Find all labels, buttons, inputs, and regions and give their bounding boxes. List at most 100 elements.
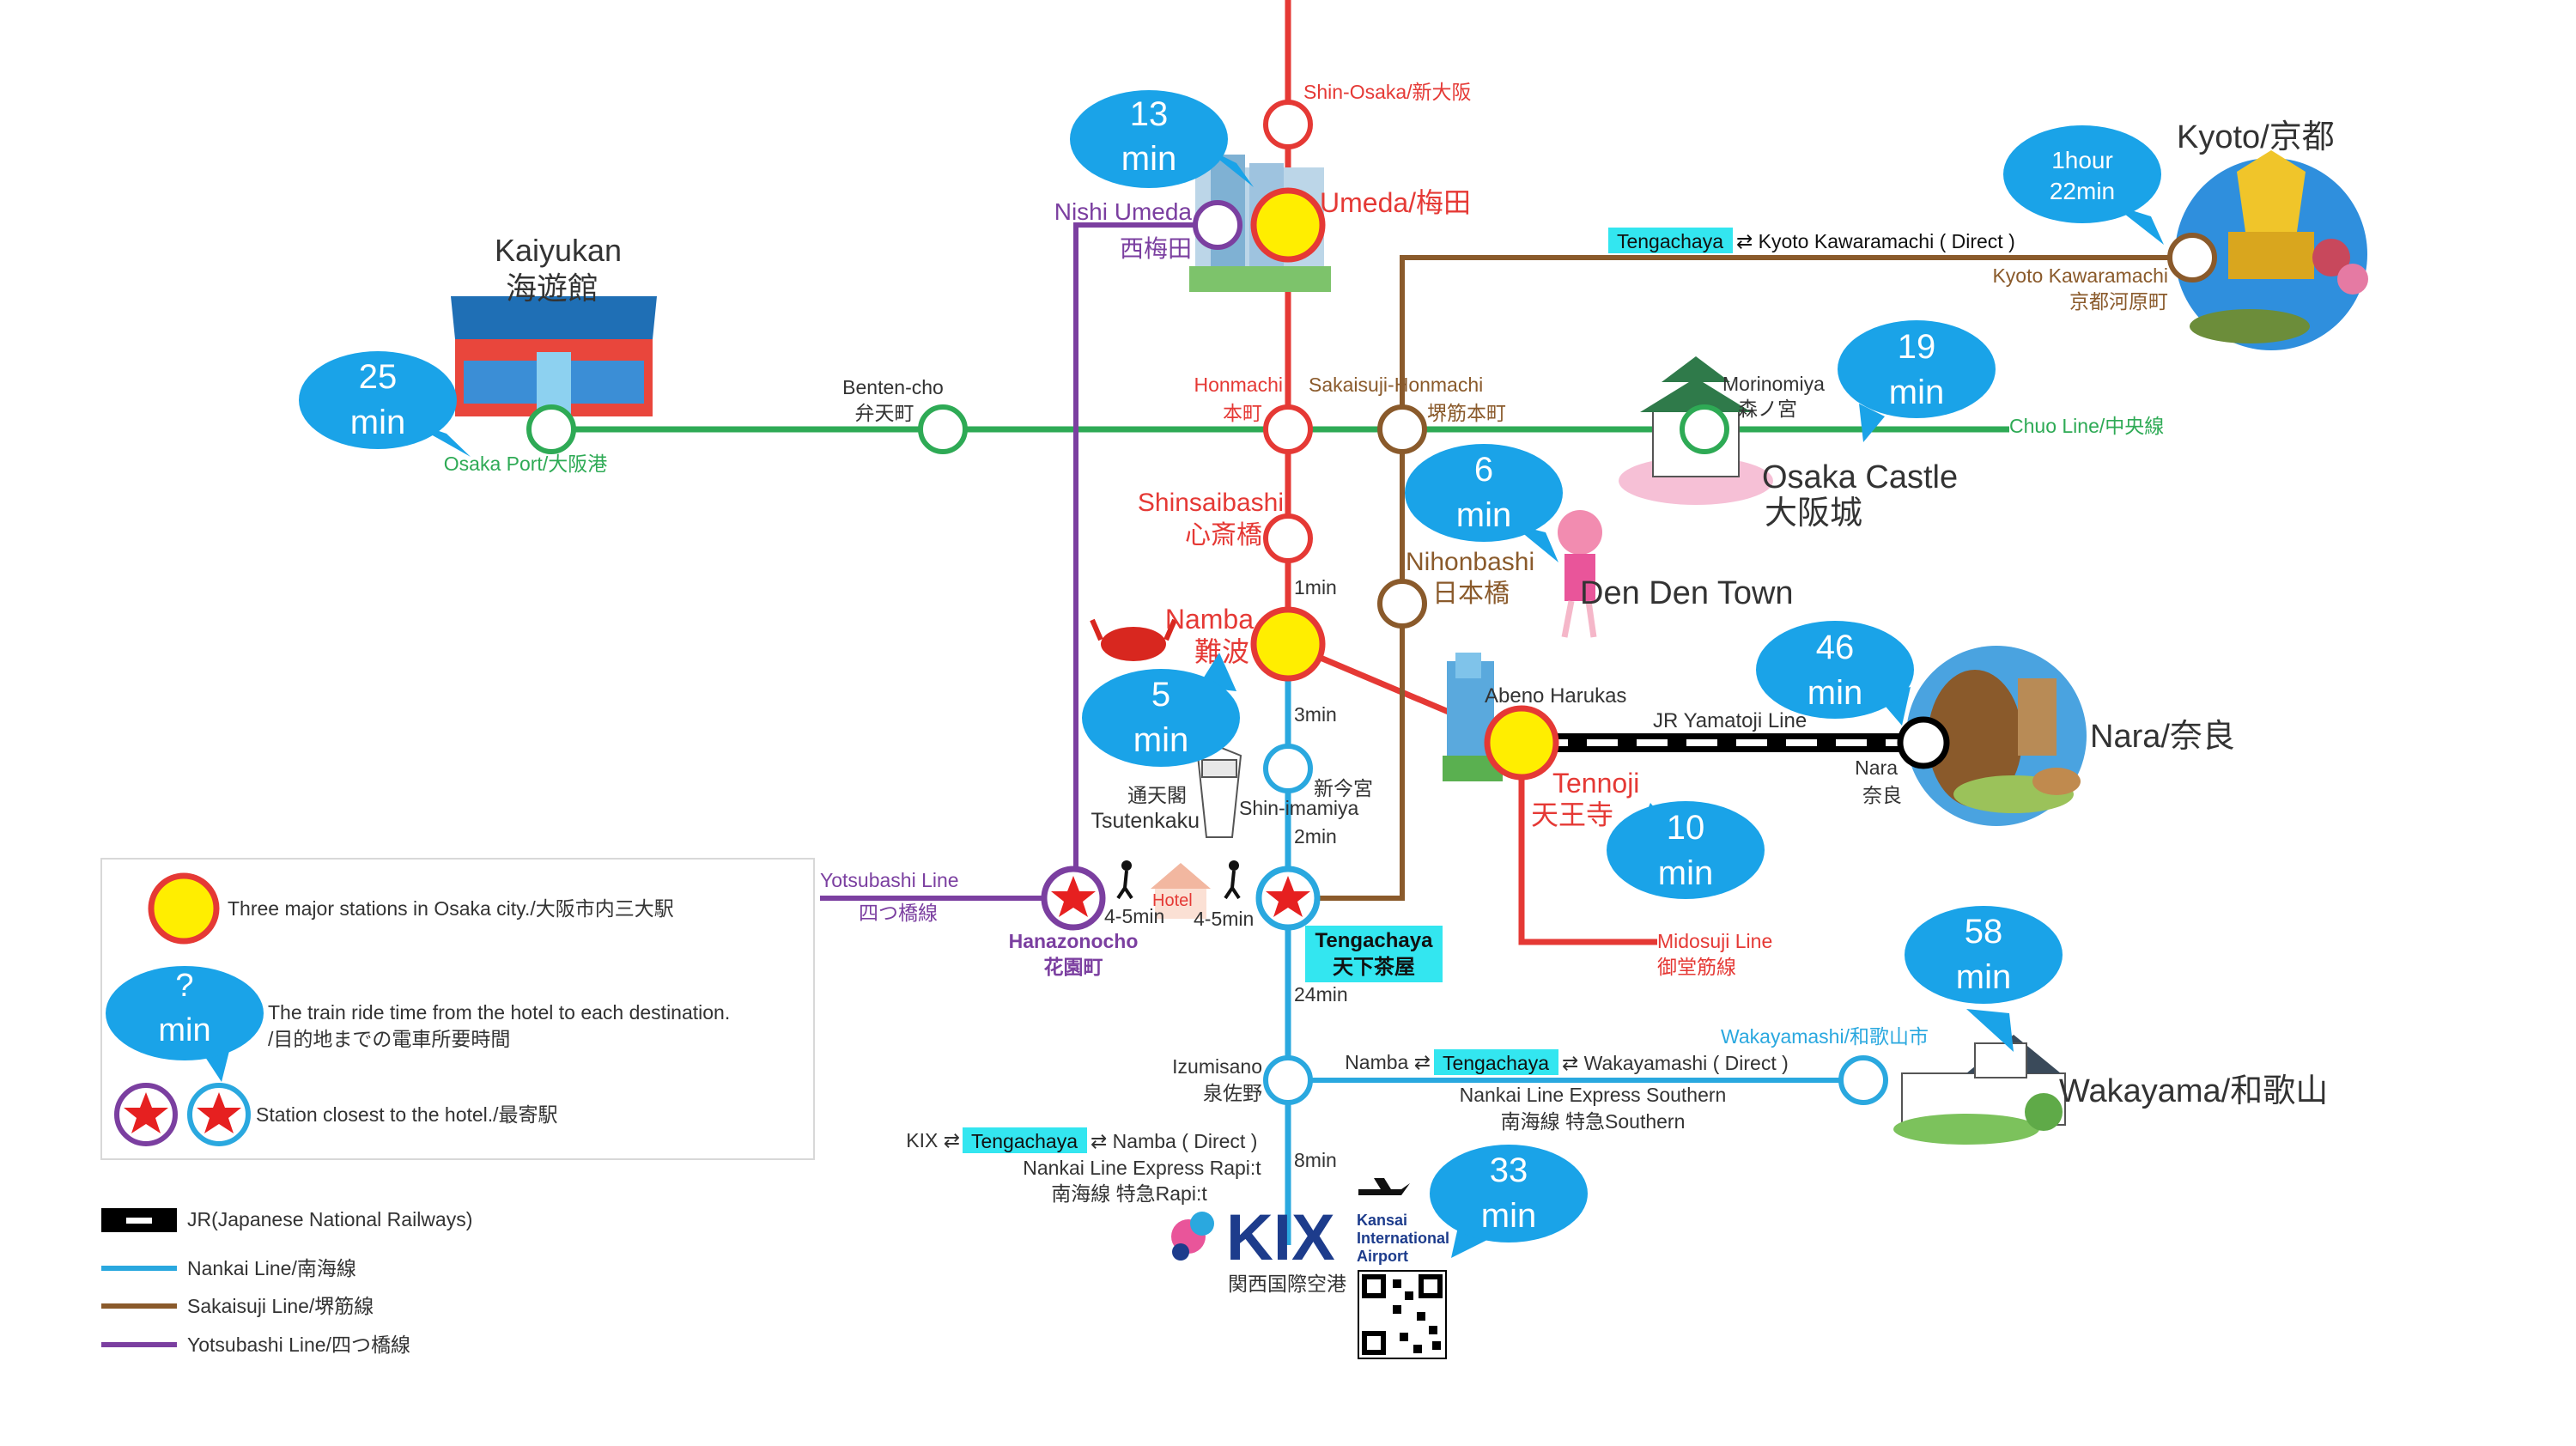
- time-bubble-osaka-castle: 19 min: [1838, 320, 1996, 442]
- kyoto-kawaramachi-station-marker[interactable]: [2167, 233, 2217, 283]
- walking-person-icon-right: [1224, 860, 1241, 900]
- shin-imamiya-label-jp: 新今宮: [1314, 777, 1373, 799]
- legend-bubble-num: ?: [175, 968, 193, 1004]
- tengachaya-label-bg: [1305, 926, 1443, 982]
- time-bubble-wakayama: 58 min: [1905, 906, 2063, 1052]
- shinsaibashi-label-en: Shinsaibashi: [1138, 489, 1284, 517]
- route-kix-rest: ⇄ Namba ( Direct ): [1091, 1130, 1257, 1152]
- izumisano-station-marker[interactable]: [1263, 1055, 1313, 1105]
- kyoto-kawaramachi-label-en: Kyoto Kawaramachi: [1992, 264, 2168, 287]
- time-bubble-nara-num: 46: [1816, 629, 1855, 666]
- nara-station-marker[interactable]: [1897, 716, 1950, 769]
- airplane-icon: [1358, 1178, 1410, 1195]
- izumisano-label-jp: 泉佐野: [1203, 1082, 1262, 1104]
- wakayama-label: Wakayama/和歌山: [2059, 1073, 2328, 1109]
- route-kix-line2: Nankai Line Express Rapi:t: [1023, 1157, 1261, 1179]
- shin-imamiya-station-marker[interactable]: [1263, 744, 1313, 793]
- route-kyoto-tag: Tengachaya: [1617, 230, 1723, 252]
- station-markers: [526, 100, 2217, 1105]
- line-legend-sakaisuji-text: Sakaisuji Line/堺筋線: [187, 1295, 374, 1317]
- segment-shinimamiya-tengachaya: 2min: [1294, 825, 1337, 848]
- namba-station-marker[interactable]: [1250, 606, 1326, 682]
- time-bubble-den-den-town-unit: min: [1456, 496, 1511, 534]
- route-kyoto-tag-bg: [1608, 228, 1733, 253]
- nara-label: Nara/奈良: [2090, 719, 2235, 755]
- time-bubble-kaiyukan: 25 min: [299, 351, 471, 457]
- segment-tengachaya-izumisano: 24min: [1294, 983, 1348, 1006]
- tsutenkaku-label-en: Tsutenkaku: [1091, 809, 1200, 833]
- tengachaya-star-icon: [1266, 876, 1310, 917]
- time-bubble-osaka-castle-num: 19: [1898, 328, 1936, 366]
- umeda-station-marker[interactable]: [1250, 187, 1326, 263]
- yotsubashi-line-label-jp: 四つ橋線: [859, 902, 938, 924]
- tsutenkaku-label-jp: 通天閣: [1127, 784, 1187, 806]
- chuo-line-label: Chuo Line/中央線: [2009, 415, 2164, 437]
- segment-walk-right: 4-5min: [1194, 908, 1254, 930]
- shinsaibashi-station-marker[interactable]: [1263, 513, 1313, 563]
- time-bubble-kyoto-line2: 22min: [2050, 178, 2115, 204]
- route-wakayama-rest: ⇄ Wakayamashi ( Direct ): [1562, 1052, 1789, 1074]
- time-bubble-kix-unit: min: [1481, 1197, 1536, 1235]
- hanazonocho-label-en: Hanazonocho: [1009, 930, 1139, 952]
- osaka-port-label: Osaka Port/大阪港: [444, 453, 607, 475]
- time-bubble-namba: 5 min: [1082, 653, 1240, 767]
- benten-cho-label-jp: 弁天町: [855, 402, 914, 424]
- time-bubble-namba-unit: min: [1133, 721, 1188, 759]
- sakaisuji-honmachi-label-en: Sakaisuji-Honmachi: [1309, 374, 1483, 396]
- shin-osaka-station-marker[interactable]: [1263, 100, 1313, 149]
- midosuji-line-label-jp: 御堂筋線: [1657, 956, 1736, 978]
- route-kix-tag-bg: [963, 1127, 1087, 1153]
- osaka-port-station-marker[interactable]: [526, 404, 576, 454]
- sakaisuji-honmachi-label-jp: 堺筋本町: [1427, 402, 1506, 424]
- nishi-umeda-station-marker[interactable]: [1193, 200, 1242, 250]
- segment-namba-shinimamiya: 3min: [1294, 703, 1337, 726]
- time-bubble-umeda-num: 13: [1130, 95, 1169, 133]
- osaka-castle-label-en: Osaka Castle: [1762, 459, 1958, 495]
- walking-person-icon-left: [1116, 860, 1133, 900]
- route-wakayama: Namba ⇄ Tengachaya ⇄ Wakayamashi ( Direc…: [1345, 1049, 1789, 1133]
- tennoji-station-marker[interactable]: [1484, 705, 1559, 781]
- tengachaya-label-jp: 天下茶屋: [1333, 956, 1415, 979]
- legend-time-line1: The train ride time from the hotel to ea…: [268, 1001, 730, 1024]
- route-wakayama-pre: Namba ⇄: [1345, 1051, 1431, 1073]
- time-bubbles: 13 min 25 min 1hour 22min 19 min 6 min: [299, 90, 2164, 1258]
- line-legend-jr-text: JR(Japanese National Railways): [187, 1208, 472, 1230]
- nishi-umeda-label-jp: 西梅田: [1120, 235, 1192, 262]
- kyoto-label: Kyoto/京都: [2177, 119, 2335, 155]
- line-legend-jr-swatch-inner: [126, 1218, 152, 1224]
- destinations: Kaiyukan 海遊館 Kyoto/京都 Osaka Castle 大阪城 D…: [495, 119, 2335, 1274]
- time-bubble-tennoji: 10 min: [1607, 801, 1765, 899]
- nihonbashi-station-marker[interactable]: [1377, 579, 1427, 629]
- time-bubble-den-den-town-num: 6: [1474, 451, 1493, 489]
- route-wakayama-line3: 南海線 特急Southern: [1501, 1110, 1686, 1133]
- kaiyukan-building-icon: [451, 296, 657, 425]
- kix-logo-sub3: Airport: [1357, 1248, 1408, 1265]
- wakayamashi-label: Wakayamashi/和歌山市: [1721, 1025, 1929, 1048]
- benten-cho-label-en: Benten-cho: [842, 376, 944, 398]
- legend-bubble-unit: min: [158, 1012, 210, 1048]
- legend-major-text: Three major stations in Osaka city./大阪市内…: [228, 897, 674, 920]
- honmachi-station-marker[interactable]: [1263, 404, 1313, 454]
- honmachi-label-jp: 本町: [1223, 402, 1262, 424]
- benten-cho-station-marker[interactable]: [918, 404, 968, 454]
- route-kyoto: Tengachaya ⇄ Kyoto Kawaramachi ( Direct …: [1608, 228, 2015, 253]
- den-den-town-character-icon: [1558, 510, 1602, 638]
- legend-closest-text: Station closest to the hotel./最寄駅: [256, 1103, 558, 1126]
- nara-station-label-jp: 奈良: [1862, 784, 1902, 806]
- wakayamashi-station-marker[interactable]: [1838, 1055, 1888, 1105]
- morinomiya-station-marker[interactable]: [1680, 404, 1729, 454]
- route-wakayama-line2: Nankai Line Express Southern: [1460, 1084, 1727, 1106]
- crab-icon: [1090, 618, 1177, 661]
- shinsaibashi-label-jp: 心斎橋: [1185, 521, 1262, 550]
- shin-imamiya-label-en: Shin-imamiya: [1239, 797, 1359, 819]
- line-legend-yotsubashi-text: Yotsubashi Line/四つ橋線: [187, 1334, 410, 1356]
- tsutenkaku-tower-icon: [1196, 745, 1242, 838]
- sakaisuji-honmachi-station-marker[interactable]: [1377, 404, 1427, 454]
- jr-yamatoji-label: JR Yamatoji Line: [1653, 709, 1807, 732]
- time-bubble-tennoji-unit: min: [1658, 854, 1713, 892]
- honmachi-label-en: Honmachi: [1194, 374, 1283, 396]
- route-kix-tag: Tengachaya: [971, 1130, 1078, 1152]
- namba-label-en: Namba: [1165, 604, 1254, 635]
- line-legend-nankai-text: Nankai Line/南海線: [187, 1257, 356, 1279]
- time-bubble-umeda: 13 min: [1070, 90, 1254, 188]
